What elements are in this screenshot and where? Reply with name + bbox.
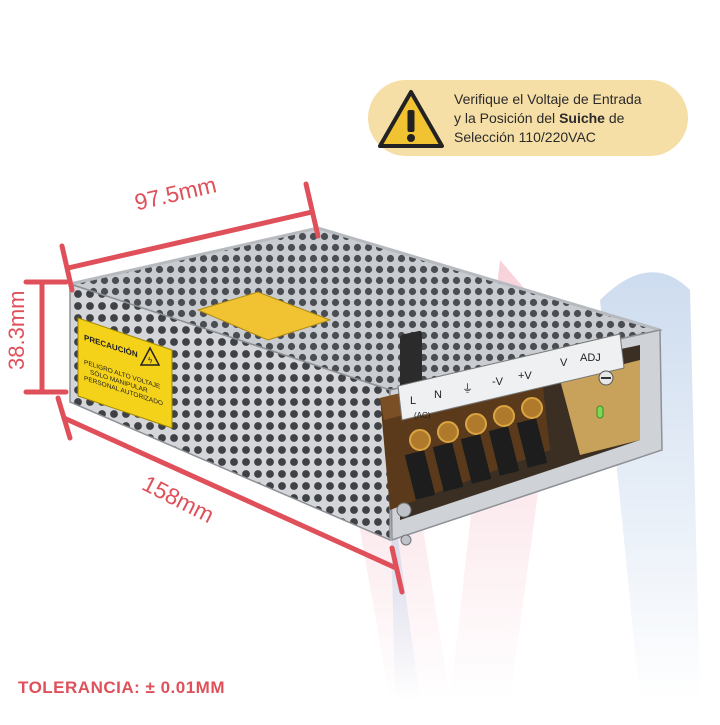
- svg-text:-V: -V: [492, 376, 504, 388]
- top-sticker: [196, 291, 332, 341]
- svg-text:N: N: [434, 389, 442, 401]
- notice-line-3: Selección 110/220VAC: [454, 129, 596, 145]
- svg-text:(AC): (AC): [414, 411, 431, 420]
- tolerance-note: TOLERANCIA: ± 0.01MM: [18, 678, 225, 697]
- warning-triangle-icon: [378, 90, 444, 148]
- notice-text: Verifique el Voltaje de Entrada y la Pos…: [454, 90, 686, 147]
- svg-text:⏚: ⏚: [462, 382, 473, 395]
- svg-text:L: L: [410, 395, 416, 407]
- height-dimension-label: 38.3mm: [4, 290, 29, 370]
- notice-line-2: y la Posición del Suiche de: [454, 110, 625, 126]
- warning-label: PRECAUCIÓN PELIGRO ALTO VOLTAJE SÓLO MAN…: [77, 317, 173, 429]
- notice-emphasis: Suiche: [559, 110, 605, 126]
- terminal-label-strip: [397, 333, 625, 421]
- svg-text:+V: +V: [518, 370, 532, 382]
- notice-line-1: Verifique el Voltaje de Entrada: [454, 91, 642, 107]
- voltage-notice: Verifique el Voltaje de Entrada y la Pos…: [368, 80, 688, 156]
- svg-text:ADJ: ADJ: [580, 352, 601, 364]
- svg-text:ϟ: ϟ: [148, 356, 153, 365]
- terminal-labels: L N (AC) ⏚ -V +V V ADJ: [410, 352, 601, 420]
- dimension-lines: [23, 181, 405, 595]
- svg-text:V: V: [560, 357, 568, 369]
